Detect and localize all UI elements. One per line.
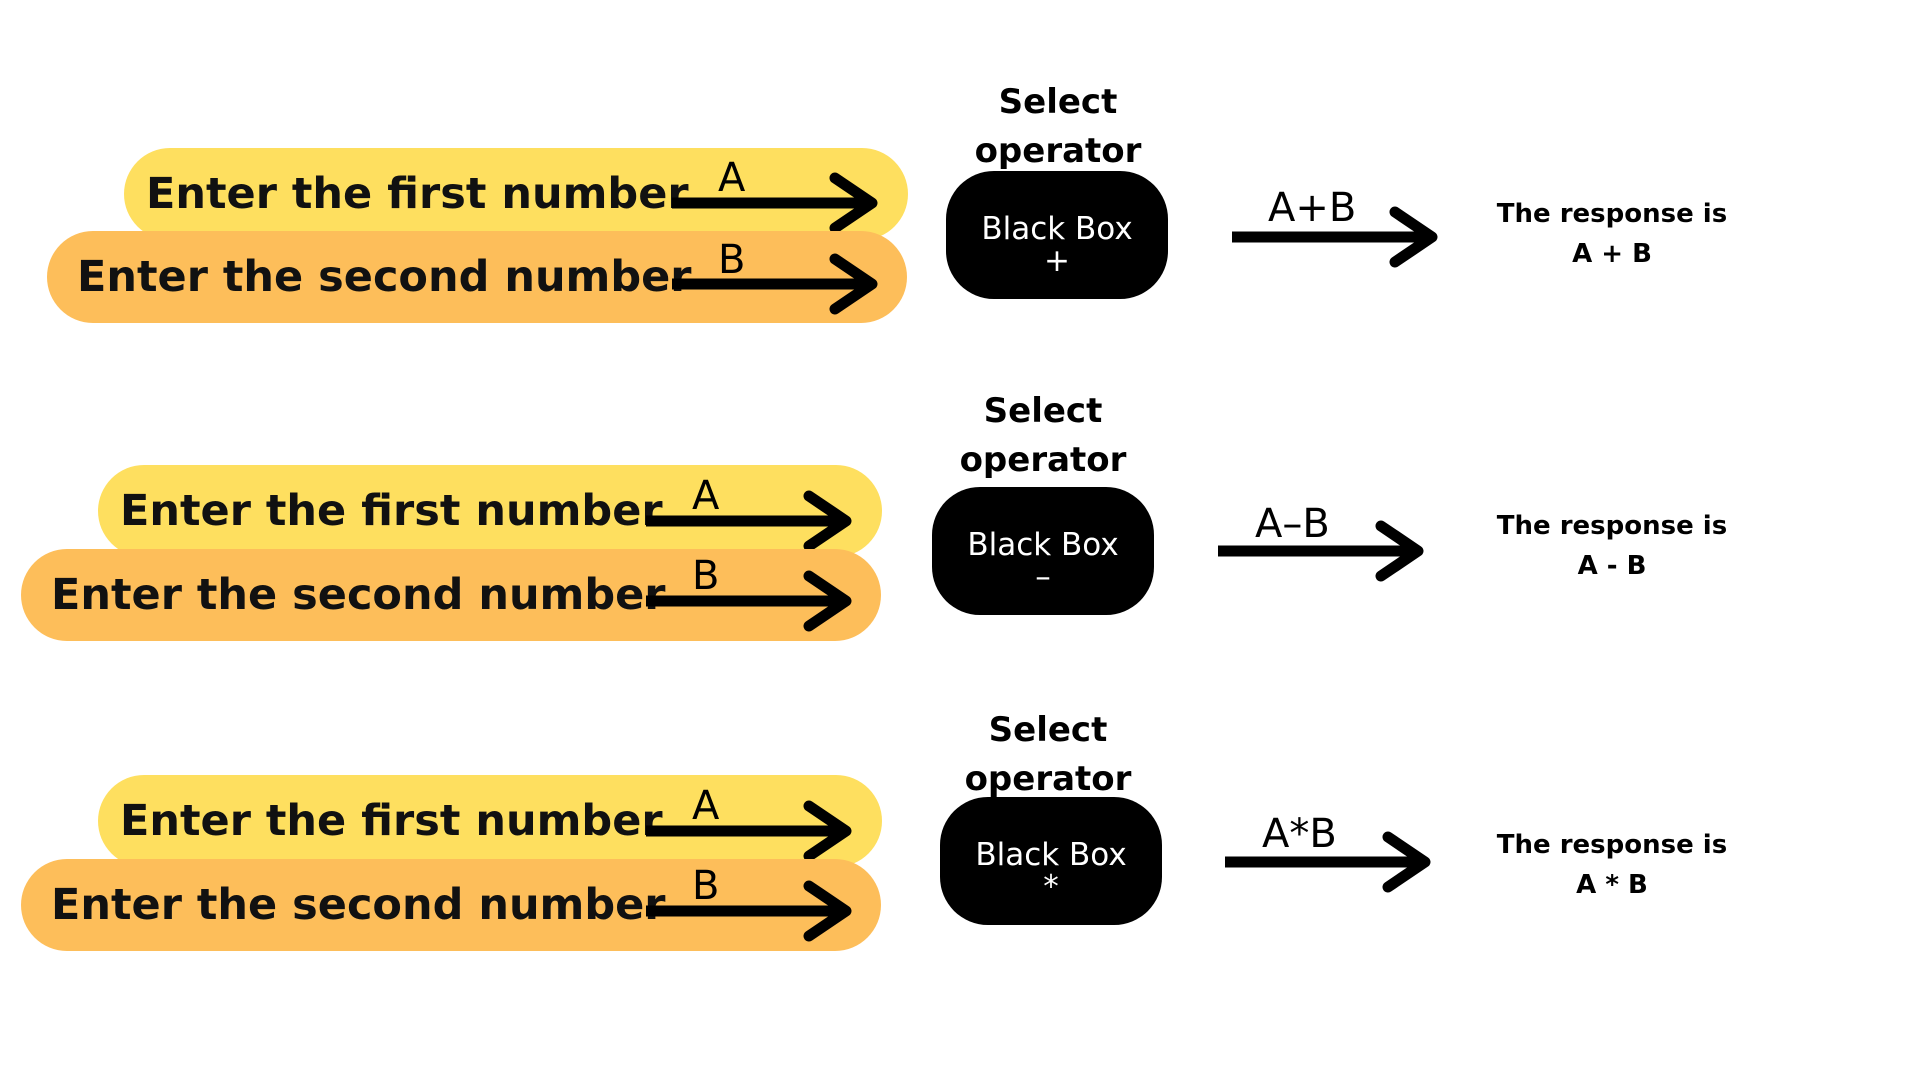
first-number-input-pill[interactable]: Enter the first number <box>124 148 908 240</box>
black-box-multiplication[interactable]: Black Box * <box>940 797 1162 925</box>
arrow-a-label: A <box>718 155 746 201</box>
arrow-b-label: B <box>692 863 720 909</box>
black-box-subtraction[interactable]: Black Box – <box>932 487 1154 615</box>
output-arrow-icon <box>1225 831 1431 893</box>
first-number-label: Enter the first number <box>120 486 663 536</box>
select-operator-label: Select operator <box>964 710 1132 799</box>
output-arrow-icon <box>1232 206 1438 268</box>
arrow-b-icon <box>646 570 852 632</box>
arrow-b-label: B <box>692 553 720 599</box>
second-number-input-pill[interactable]: Enter the second number <box>21 859 881 951</box>
arrow-b-icon <box>672 253 878 315</box>
output-arrow-icon <box>1218 520 1424 582</box>
black-box-title: Black Box <box>967 527 1119 563</box>
response-line-1: The response is <box>1496 830 1728 860</box>
arrow-b-label: B <box>718 237 746 283</box>
operator-symbol: – <box>1035 559 1051 595</box>
output-label: A*B <box>1262 811 1337 857</box>
black-box-addition[interactable]: Black Box + <box>946 171 1168 299</box>
output-label: A+B <box>1268 185 1357 231</box>
arrow-a-icon <box>672 172 878 234</box>
arrow-a-label: A <box>692 783 720 829</box>
response-line-2: A + B <box>1572 239 1652 269</box>
second-number-input-pill[interactable]: Enter the second number <box>47 231 907 323</box>
arrow-a-label: A <box>692 473 720 519</box>
black-box-title: Black Box <box>975 837 1127 873</box>
operator-symbol: + <box>1044 243 1070 279</box>
arrow-b-icon <box>646 880 852 942</box>
response-line-2: A - B <box>1577 551 1647 581</box>
response-text: The response is A * B <box>1472 825 1752 905</box>
second-number-input-pill[interactable]: Enter the second number <box>21 549 881 641</box>
response-line-1: The response is <box>1496 199 1728 229</box>
response-text: The response is A - B <box>1472 506 1752 586</box>
first-number-label: Enter the first number <box>120 796 663 846</box>
select-operator-label: Select operator <box>959 391 1127 480</box>
output-label: A–B <box>1255 501 1330 547</box>
black-box-title: Black Box <box>981 211 1133 247</box>
response-line-2: A * B <box>1576 870 1648 900</box>
first-number-input-pill[interactable]: Enter the first number <box>98 775 882 867</box>
arrow-a-icon <box>646 800 852 862</box>
second-number-label: Enter the second number <box>77 252 692 302</box>
arrow-a-icon <box>646 490 852 552</box>
first-number-label: Enter the first number <box>146 169 689 219</box>
operator-symbol: * <box>1043 869 1059 905</box>
second-number-label: Enter the second number <box>51 880 666 930</box>
response-text: The response is A + B <box>1472 194 1752 274</box>
first-number-input-pill[interactable]: Enter the first number <box>98 465 882 557</box>
response-line-1: The response is <box>1496 511 1728 541</box>
select-operator-label: Select operator <box>974 82 1142 171</box>
second-number-label: Enter the second number <box>51 570 666 620</box>
